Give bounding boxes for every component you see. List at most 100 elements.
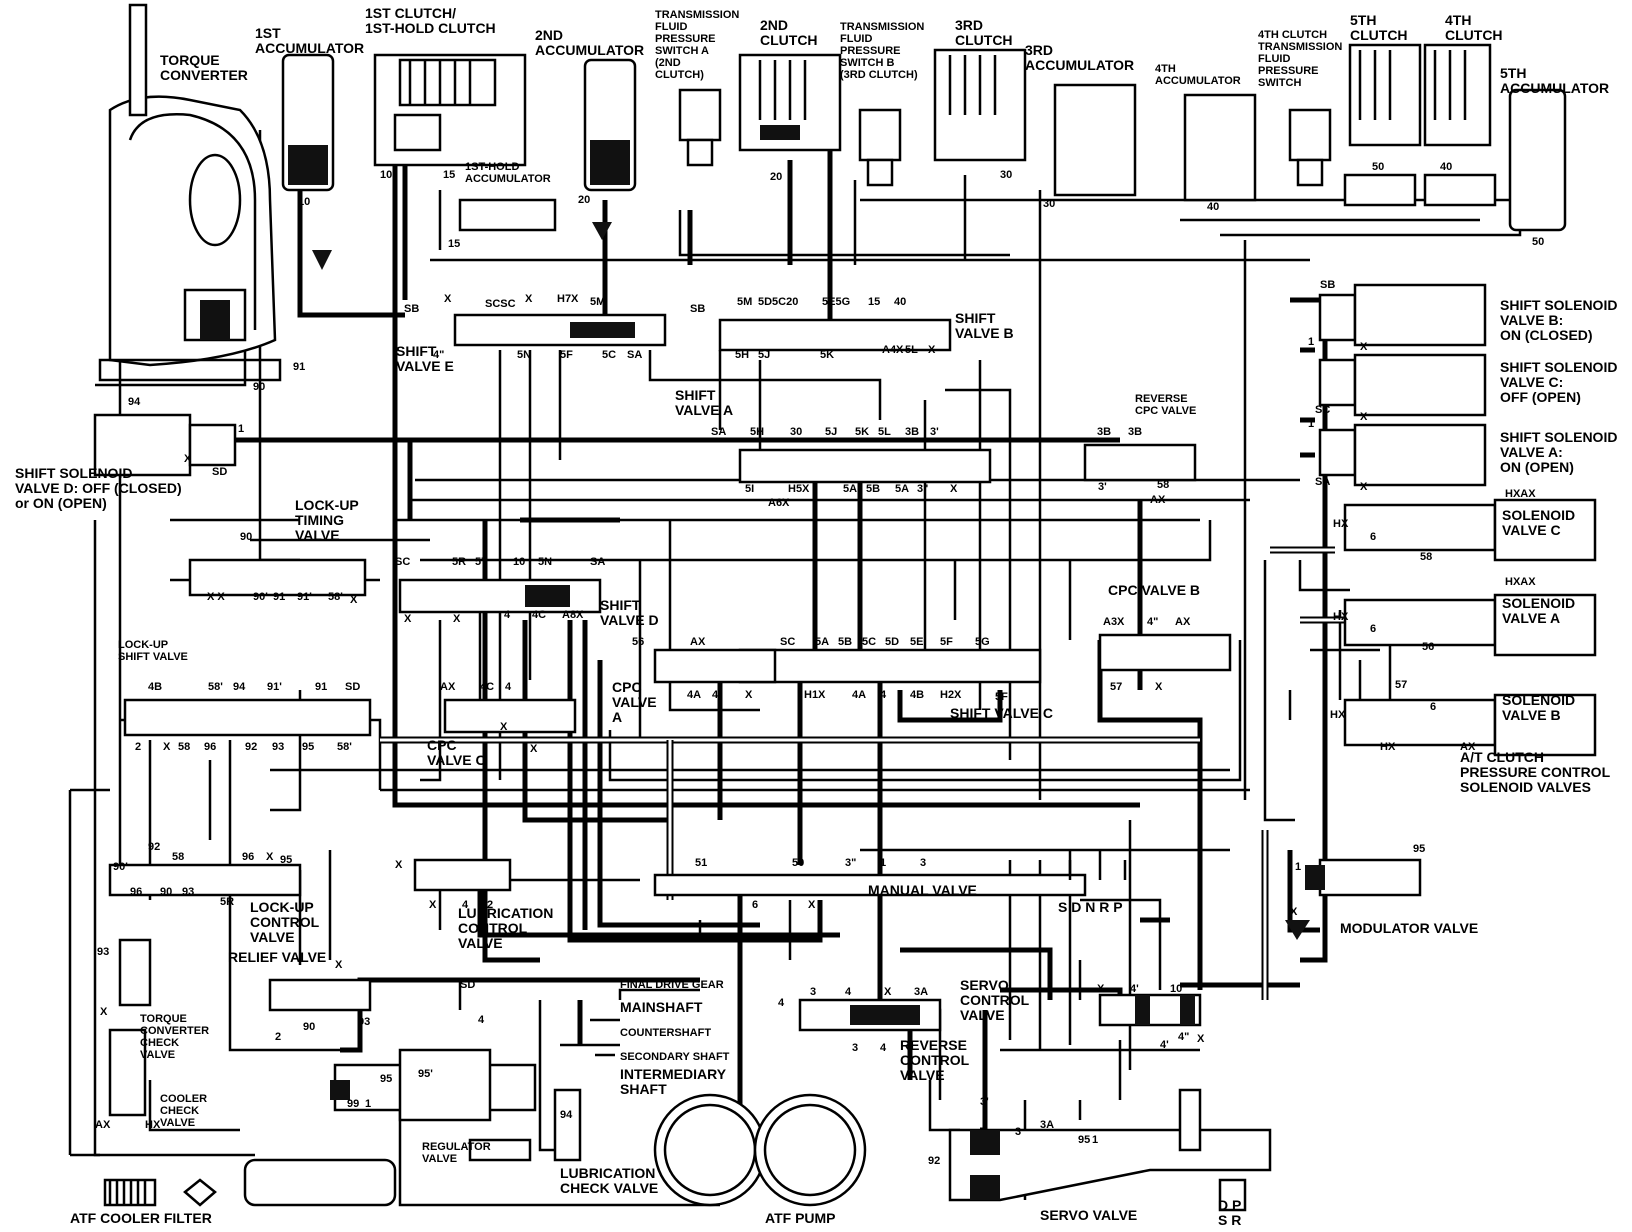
port-label: X — [444, 293, 452, 305]
port-label: SB — [1320, 279, 1335, 291]
port-label: 5E — [910, 636, 923, 648]
port-label: 3' — [1098, 481, 1107, 493]
port-label: 95 — [302, 741, 314, 753]
port-label: H7X — [557, 293, 579, 305]
port-label: 5F — [560, 349, 573, 361]
label-cpc-b: CPC VALVE B — [1108, 582, 1200, 598]
tc-check-valve-body — [118, 938, 152, 1007]
port-label: X — [404, 613, 412, 625]
port-label: A3X — [1103, 616, 1125, 628]
port-label: X — [1155, 681, 1163, 693]
label-clutch1: 1ST CLUTCH/1ST-HOLD CLUTCH — [365, 5, 496, 36]
label-cooler-filter: ATF COOLER FILTER — [70, 1210, 212, 1226]
port-label: 3B — [1097, 426, 1111, 438]
shift-valve-d-spool — [525, 585, 570, 607]
shift-valve-a-body — [738, 448, 992, 484]
port-label: 30 — [1000, 169, 1012, 181]
solenoid-valve-c — [1343, 498, 1597, 562]
port-label: 4B — [148, 681, 162, 693]
port-label: SA — [1315, 476, 1330, 488]
port-label: 20 — [770, 171, 782, 183]
port-label: 95 — [1413, 843, 1425, 855]
1st-hold-accumulator — [458, 198, 557, 232]
check-balls — [312, 222, 1310, 940]
port-label: 2 — [135, 741, 141, 753]
port-label: 95 — [1078, 1134, 1090, 1146]
port-label: 94 — [560, 1109, 573, 1121]
port-label: X — [350, 594, 358, 606]
port-label: AX — [1460, 741, 1476, 753]
port-label: 56 — [1422, 641, 1434, 653]
port-label: SC — [395, 556, 410, 568]
2nd-accumulator — [583, 58, 637, 192]
port-label: 95 — [380, 1073, 392, 1085]
port-label: 3 — [1015, 1126, 1021, 1138]
port-label: X — [100, 1006, 108, 1018]
port-label: 5D — [885, 636, 899, 648]
port-label: 5L — [878, 426, 891, 438]
port-label: 3 — [920, 857, 926, 869]
port-label: 57 — [1395, 679, 1407, 691]
port-label: AX — [440, 681, 456, 693]
port-label: 90' — [113, 861, 128, 873]
port-label: 5L — [905, 344, 918, 356]
port-label: X — [1360, 341, 1368, 353]
port-label: 5K — [855, 426, 869, 438]
port-label: HX — [1333, 611, 1349, 623]
port-label: 5C — [602, 349, 616, 361]
port-label: 1 — [1092, 1134, 1098, 1146]
port-label: 2 — [487, 899, 493, 911]
port-label: 50 — [1372, 161, 1384, 173]
port-label: 91 — [315, 681, 327, 693]
port-label: 4" — [1147, 616, 1158, 628]
port-label: 94 — [233, 681, 246, 693]
lubrication-check-valve-body — [553, 1088, 582, 1162]
port-label: 58 — [172, 851, 184, 863]
port-label: 15 — [868, 296, 880, 308]
port-label: 3B — [905, 426, 919, 438]
port-label: HX — [1380, 741, 1396, 753]
port-label: 4C — [480, 681, 494, 693]
port-label: SA — [711, 426, 726, 438]
port-label: 5C — [862, 636, 876, 648]
port-label: 58 — [1157, 479, 1169, 491]
port-label: X — [335, 959, 343, 971]
reverse-cpc-valve-body — [1083, 443, 1197, 482]
port-label: A6X — [768, 497, 790, 509]
port-label: AX — [1175, 616, 1191, 628]
solenoid-valve-a — [1343, 593, 1597, 657]
label-shift-c: SHIFT VALVE C — [950, 705, 1053, 721]
4th-clutch-valve — [1423, 173, 1497, 207]
4th-accumulator — [1183, 93, 1257, 202]
port-label: 93 — [358, 1016, 370, 1028]
port-label: SB — [690, 303, 705, 315]
port-label: A4X — [882, 344, 904, 356]
port-label: 96 — [130, 886, 142, 898]
port-label: 4B — [910, 689, 924, 701]
port-label: 5M — [590, 296, 605, 308]
port-label: X — [429, 899, 437, 911]
port-label: 90 — [240, 531, 252, 543]
port-label: 10 — [298, 196, 310, 208]
cpc-valve-a-body — [653, 648, 777, 684]
port-label: AX — [690, 636, 706, 648]
5th-clutch — [1348, 43, 1422, 147]
label-manual-valve: MANUAL VALVE — [868, 882, 977, 898]
port-label: 58 — [1420, 551, 1432, 563]
port-label: 4' — [1160, 1039, 1169, 1051]
port-label: X — [395, 859, 403, 871]
